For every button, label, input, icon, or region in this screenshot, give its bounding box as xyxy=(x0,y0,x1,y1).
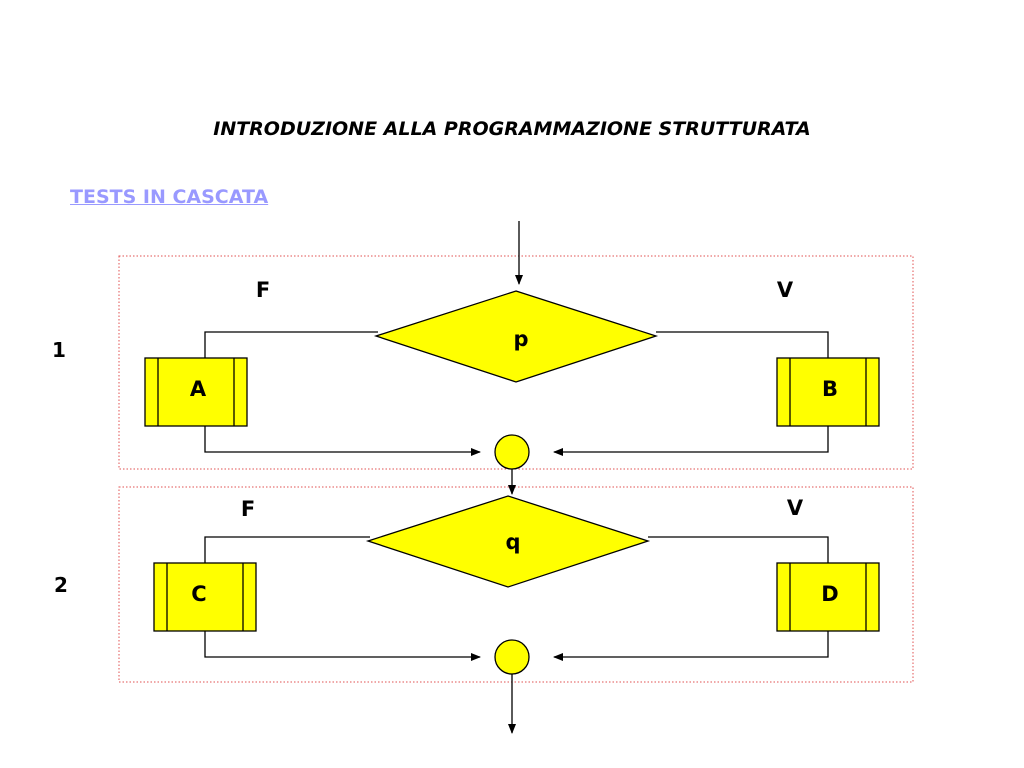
block2-true-branch xyxy=(648,536,829,563)
block2-frame xyxy=(118,486,914,683)
process-label-b: B xyxy=(822,377,838,401)
junction-1 xyxy=(494,434,530,470)
block1-false-label: F xyxy=(256,278,270,302)
block1-false-join xyxy=(204,426,481,456)
junction-2 xyxy=(494,639,530,675)
block1-true-label: V xyxy=(777,278,794,302)
process-label-c: C xyxy=(191,582,206,606)
block1-number: 1 xyxy=(52,338,66,362)
block2-true-join xyxy=(553,631,829,661)
block2-false-join xyxy=(204,631,481,661)
condition-label-p: p xyxy=(513,327,528,351)
block1-false-branch xyxy=(204,331,378,358)
block1-true-join xyxy=(553,426,829,456)
process-label-a: A xyxy=(190,377,207,401)
process-box-d xyxy=(776,562,880,632)
process-label-d: D xyxy=(821,582,838,606)
block2-true-label: V xyxy=(787,496,804,520)
page-title: INTRODUZIONE ALLA PROGRAMMAZIONE STRUTTU… xyxy=(213,118,811,140)
section-link[interactable]: TESTS IN CASCATA xyxy=(70,186,269,208)
process-box-c xyxy=(153,562,257,632)
block1-true-branch xyxy=(656,331,829,358)
condition-label-q: q xyxy=(505,530,520,554)
block2-false-label: F xyxy=(241,497,255,521)
block2-number: 2 xyxy=(54,573,68,597)
block2-false-branch xyxy=(204,536,370,563)
decision-diamond-p xyxy=(373,290,659,383)
process-box-a xyxy=(144,357,248,427)
process-box-b xyxy=(776,357,880,427)
decision-diamond-q xyxy=(365,495,651,588)
